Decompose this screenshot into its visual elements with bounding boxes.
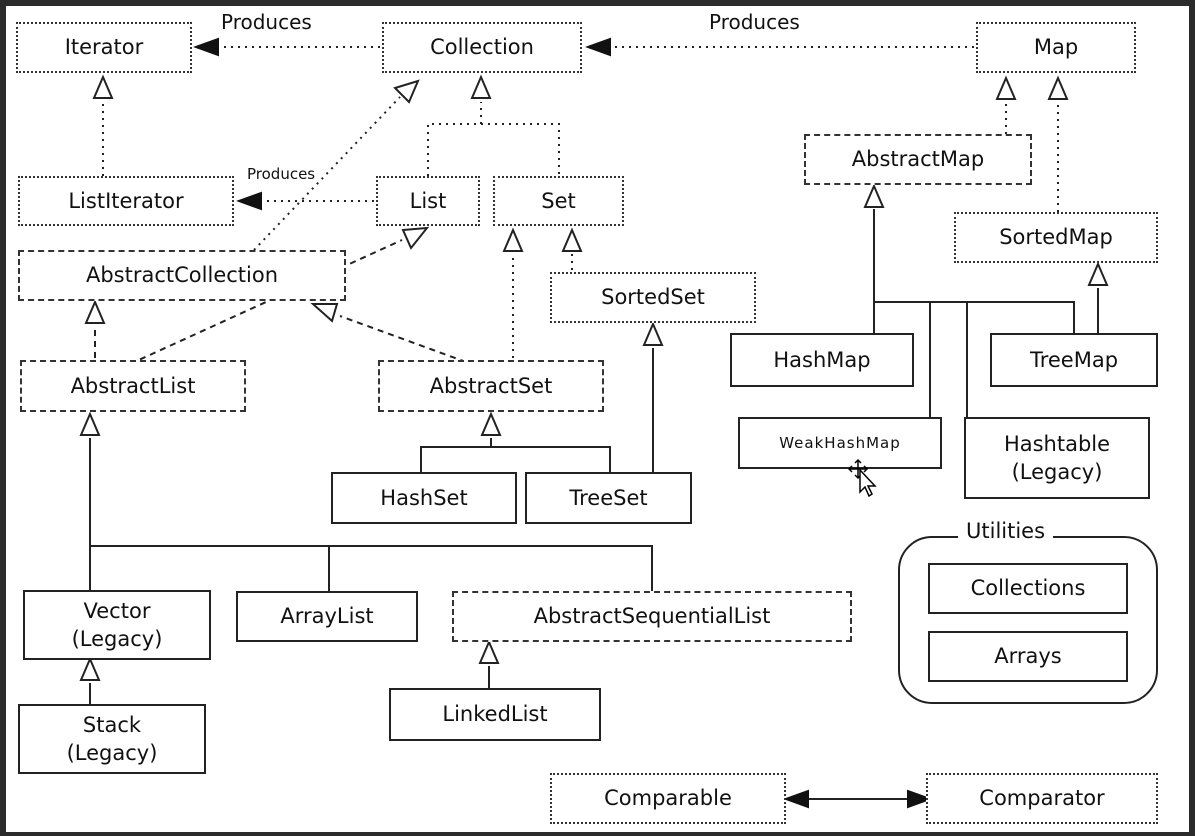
- arraylist-label: ArrayList: [280, 604, 374, 629]
- arrays-node: Arrays: [928, 631, 1128, 682]
- connector-lines: [79, 37, 1109, 809]
- abstractsequentiallist-label: AbstractSequentialList: [533, 604, 771, 629]
- collections-label: Collections: [970, 576, 1086, 601]
- hashtable-node: Hashtable (Legacy): [964, 417, 1150, 499]
- abstractlist-node: AbstractList: [20, 360, 246, 412]
- comparable-label: Comparable: [604, 786, 732, 811]
- treemap-label: TreeMap: [1029, 347, 1119, 372]
- abstractset-label: AbstractSet: [429, 373, 553, 398]
- produces-label-iterator: Produces: [221, 10, 312, 34]
- sortedmap-label: SortedMap: [999, 225, 1113, 250]
- abstractmap-label: AbstractMap: [851, 147, 985, 172]
- abstractset-node: AbstractSet: [378, 360, 604, 412]
- vector-legacy-note: (Legacy): [71, 627, 163, 651]
- produces-label-listiterator: Produces: [247, 165, 316, 183]
- abstractsequentiallist-node: AbstractSequentialList: [452, 591, 852, 642]
- treemap-node: TreeMap: [990, 333, 1158, 387]
- collection-label: Collection: [430, 35, 534, 60]
- abstractcollection-node: AbstractCollection: [18, 250, 346, 301]
- arrays-label: Arrays: [994, 644, 1062, 669]
- treeset-label: TreeSet: [569, 485, 648, 510]
- stack-node: Stack (Legacy): [18, 704, 206, 774]
- comparator-node: Comparator: [926, 773, 1158, 824]
- vector-label: Vector: [83, 598, 151, 623]
- abstractcollection-label: AbstractCollection: [85, 263, 279, 288]
- collections-node: Collections: [928, 563, 1128, 614]
- vector-node: Vector (Legacy): [23, 590, 211, 660]
- comparator-label: Comparator: [979, 786, 1105, 811]
- stack-label: Stack: [82, 712, 142, 737]
- hashset-label: HashSet: [380, 485, 468, 510]
- listiterator-label: ListIterator: [68, 188, 184, 213]
- hashmap-node: HashMap: [730, 333, 914, 387]
- map-label: Map: [1033, 35, 1079, 60]
- map-node: Map: [976, 22, 1136, 73]
- hashset-node: HashSet: [331, 472, 517, 524]
- hashmap-label: HashMap: [773, 347, 871, 372]
- abstractmap-node: AbstractMap: [804, 134, 1032, 185]
- linkedlist-label: LinkedList: [442, 702, 548, 727]
- hashtable-legacy-note: (Legacy): [1011, 460, 1103, 484]
- comparable-node: Comparable: [550, 773, 786, 824]
- collection-node: Collection: [382, 22, 582, 73]
- arraylist-node: ArrayList: [236, 591, 418, 642]
- iterator-label: Iterator: [64, 35, 144, 60]
- produces-label-map: Produces: [709, 10, 800, 34]
- list-node: List: [376, 176, 480, 226]
- sortedset-label: SortedSet: [601, 285, 705, 310]
- set-label: Set: [541, 188, 576, 213]
- utilities-title: Utilities: [958, 519, 1054, 543]
- treeset-node: TreeSet: [525, 472, 692, 524]
- linkedlist-node: LinkedList: [389, 688, 601, 741]
- abstractlist-label: AbstractList: [70, 373, 196, 398]
- diagram-canvas: Produces Produces Produces Iterator Coll…: [6, 6, 1189, 832]
- listiterator-node: ListIterator: [18, 176, 234, 226]
- iterator-node: Iterator: [16, 22, 192, 73]
- hashtable-label: Hashtable: [1003, 431, 1111, 456]
- sortedmap-node: SortedMap: [954, 212, 1158, 263]
- mouse-cursor-icon: [848, 458, 877, 498]
- list-label: List: [409, 188, 447, 213]
- set-node: Set: [493, 176, 624, 226]
- stack-legacy-note: (Legacy): [66, 741, 158, 765]
- weakhashmap-node: WeakHashMap: [738, 417, 942, 469]
- weakhashmap-label: WeakHashMap: [779, 433, 901, 452]
- sortedset-node: SortedSet: [550, 272, 756, 323]
